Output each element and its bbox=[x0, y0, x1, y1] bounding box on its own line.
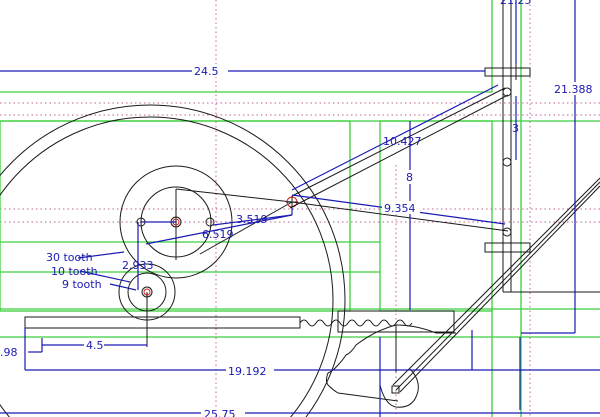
dim-9-354: 9.354 bbox=[384, 202, 416, 215]
dim-10-427: 10.427 bbox=[383, 135, 422, 148]
dim-3-519: 3.519 bbox=[236, 213, 268, 226]
dim-top-partial: 21.25 bbox=[500, 0, 532, 7]
diagonal-arm bbox=[391, 177, 600, 394]
dim-25-75: 25.75 bbox=[204, 408, 236, 417]
dim-4-5: 4.5 bbox=[86, 339, 104, 352]
rack-and-sector bbox=[24, 310, 456, 408]
dim-2-933: 2.933 bbox=[122, 259, 154, 272]
gear-annotations: 30 tooth 10 tooth 9 tooth bbox=[46, 251, 102, 291]
dim-21-388: 21.388 bbox=[554, 83, 593, 96]
dim-8: 8 bbox=[406, 171, 413, 184]
label-30-tooth: 30 tooth bbox=[46, 251, 93, 264]
dim-3: 3 bbox=[512, 122, 519, 135]
gear-10-and-9-tooth bbox=[118, 263, 176, 347]
label-9-tooth: 9 tooth bbox=[62, 278, 102, 291]
linkage-bars bbox=[289, 87, 509, 232]
dim-98: .98 bbox=[0, 346, 18, 359]
dim-19-192: 19.192 bbox=[228, 365, 267, 378]
label-10-tooth: 10 tooth bbox=[51, 265, 98, 278]
vertical-slider bbox=[484, 0, 600, 293]
dim-6-519: 6.519 bbox=[202, 228, 234, 241]
dim-24-5: 24.5 bbox=[194, 65, 219, 78]
large-wheel bbox=[0, 104, 346, 417]
